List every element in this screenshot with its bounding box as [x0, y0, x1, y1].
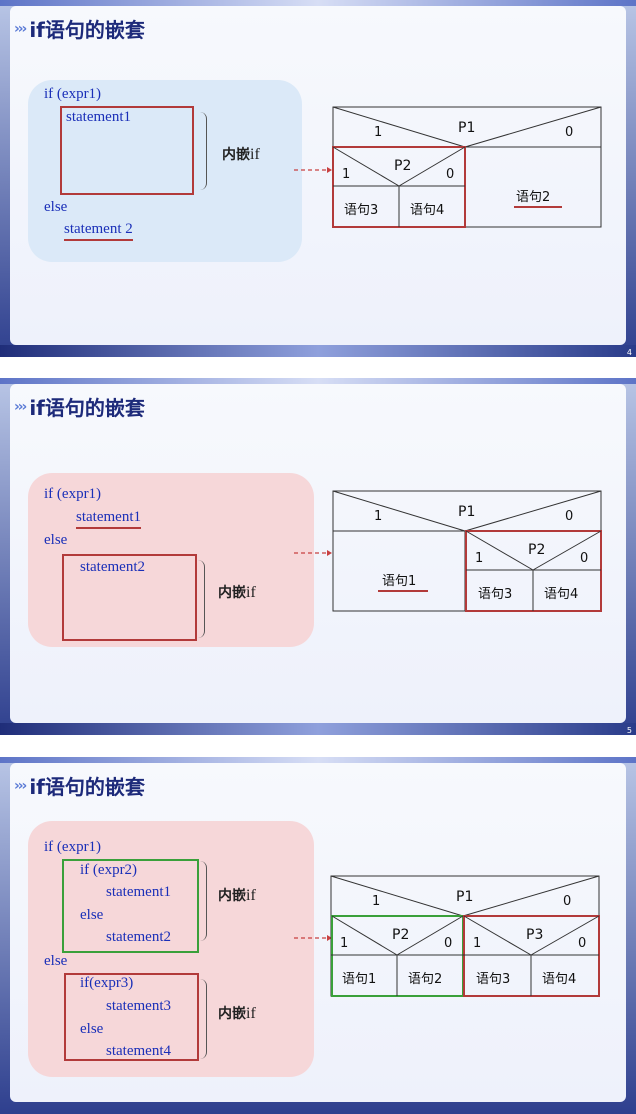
- page-number: 4: [626, 348, 632, 357]
- branch-false: 0: [578, 936, 586, 951]
- slide-top-glow: [0, 757, 636, 763]
- slide-4: ››› if语句的嵌套 if (expr1) statement1 内嵌if e…: [0, 0, 636, 357]
- p2-label: P2: [528, 542, 545, 558]
- p3-label: P3: [526, 927, 543, 943]
- branch-false: 0: [563, 894, 571, 909]
- nested-block-outline: [64, 973, 199, 1061]
- branch-false: 0: [580, 551, 588, 566]
- statement-cell: 语句3: [344, 203, 378, 218]
- code-line: statement1: [76, 509, 141, 529]
- ns-diagram: P1 1 0 P2 1 0 语句3 语句4 语句2: [332, 106, 602, 228]
- slide-title: ››› if语句的嵌套: [14, 392, 145, 421]
- chevrons-icon: ›››: [14, 20, 27, 37]
- code-line: if (expr1): [44, 86, 102, 102]
- code-line: else: [80, 907, 104, 923]
- p1-label: P1: [458, 504, 475, 520]
- statement-cell: 语句4: [410, 203, 444, 218]
- branch-false: 0: [565, 125, 573, 140]
- statement-cell: 语句1: [342, 972, 376, 987]
- branch-true: 1: [372, 894, 380, 909]
- branch-true: 1: [340, 936, 348, 951]
- code-line: else: [44, 199, 68, 215]
- p2-label: P2: [394, 158, 411, 174]
- code-line: statement4: [106, 1043, 171, 1059]
- nested-if-label: 内嵌if: [218, 1005, 256, 1022]
- nested-if-label: 内嵌if: [222, 146, 260, 163]
- brace: [200, 861, 207, 941]
- chevrons-icon: ›››: [14, 398, 27, 415]
- code-line: if (expr2): [80, 862, 138, 878]
- title-text: if语句的嵌套: [29, 396, 145, 420]
- brace: [198, 560, 205, 638]
- code-line: if(expr3): [80, 975, 134, 991]
- statement-cell: 语句4: [544, 587, 578, 602]
- slide-footer-bar: [0, 723, 636, 735]
- nested-block-outline: [62, 554, 197, 641]
- code-panel: [28, 473, 314, 647]
- ns-diagram: P1 1 0 P2 1 0 语句3 语句4 语句1: [332, 490, 602, 612]
- nested-if-label: 内嵌if: [218, 887, 256, 904]
- branch-true: 1: [374, 509, 382, 524]
- p1-label: P1: [458, 120, 475, 136]
- code-line: else: [80, 1021, 104, 1037]
- dashed-arrow: [294, 550, 332, 556]
- code-line: else: [44, 953, 68, 969]
- code-line: statement2: [80, 559, 145, 575]
- title-text: if语句的嵌套: [29, 775, 145, 799]
- branch-true: 1: [374, 125, 382, 140]
- ns-diagram: P1 1 0 P2 1 0 P3 1 0 语句1 语句2 语句3 语句4: [330, 875, 600, 997]
- slide-top-glow: [0, 0, 636, 6]
- statement-cell: 语句2: [408, 972, 442, 987]
- p2-label: P2: [392, 927, 409, 943]
- statement-cell: 语句2: [516, 190, 550, 205]
- code-line: statement3: [106, 998, 171, 1014]
- branch-false: 0: [444, 936, 452, 951]
- title-text: if语句的嵌套: [29, 18, 145, 42]
- slide-6: ››› if语句的嵌套 if (expr1) if (expr2) statem…: [0, 757, 636, 1114]
- nested-block-outline: [60, 106, 194, 195]
- code-line: else: [44, 532, 68, 548]
- code-line: statement2: [106, 929, 171, 945]
- code-line: statement1: [106, 884, 171, 900]
- dashed-arrow: [294, 167, 332, 173]
- p1-label: P1: [456, 889, 473, 905]
- code-panel: [28, 80, 302, 262]
- code-panel: [28, 821, 314, 1077]
- code-line: statement 2: [64, 221, 133, 241]
- statement-cell: 语句4: [542, 972, 576, 987]
- statement-cell: 语句3: [476, 972, 510, 987]
- page-number: 5: [626, 726, 632, 735]
- dashed-arrow: [294, 935, 332, 941]
- branch-true: 1: [475, 551, 483, 566]
- slide-top-glow: [0, 378, 636, 384]
- branch-false: 0: [565, 509, 573, 524]
- branch-true: 1: [342, 167, 350, 182]
- slide-title: ››› if语句的嵌套: [14, 14, 145, 43]
- statement-cell: 语句1: [382, 574, 416, 589]
- statement-cell: 语句3: [478, 587, 512, 602]
- brace: [200, 979, 207, 1059]
- slide-title: ››› if语句的嵌套: [14, 771, 145, 800]
- code-line: if (expr1): [44, 839, 102, 855]
- slide-5: ››› if语句的嵌套 if (expr1) statement1 else s…: [0, 378, 636, 735]
- nested-if-label: 内嵌if: [218, 584, 256, 601]
- slide-footer-bar: [0, 345, 636, 357]
- code-line: statement1: [66, 109, 131, 125]
- nested-block-outline-green: [62, 859, 199, 953]
- chevrons-icon: ›››: [14, 777, 27, 794]
- brace: [200, 112, 207, 190]
- branch-true: 1: [473, 936, 481, 951]
- branch-false: 0: [446, 167, 454, 182]
- code-line: if (expr1): [44, 486, 102, 502]
